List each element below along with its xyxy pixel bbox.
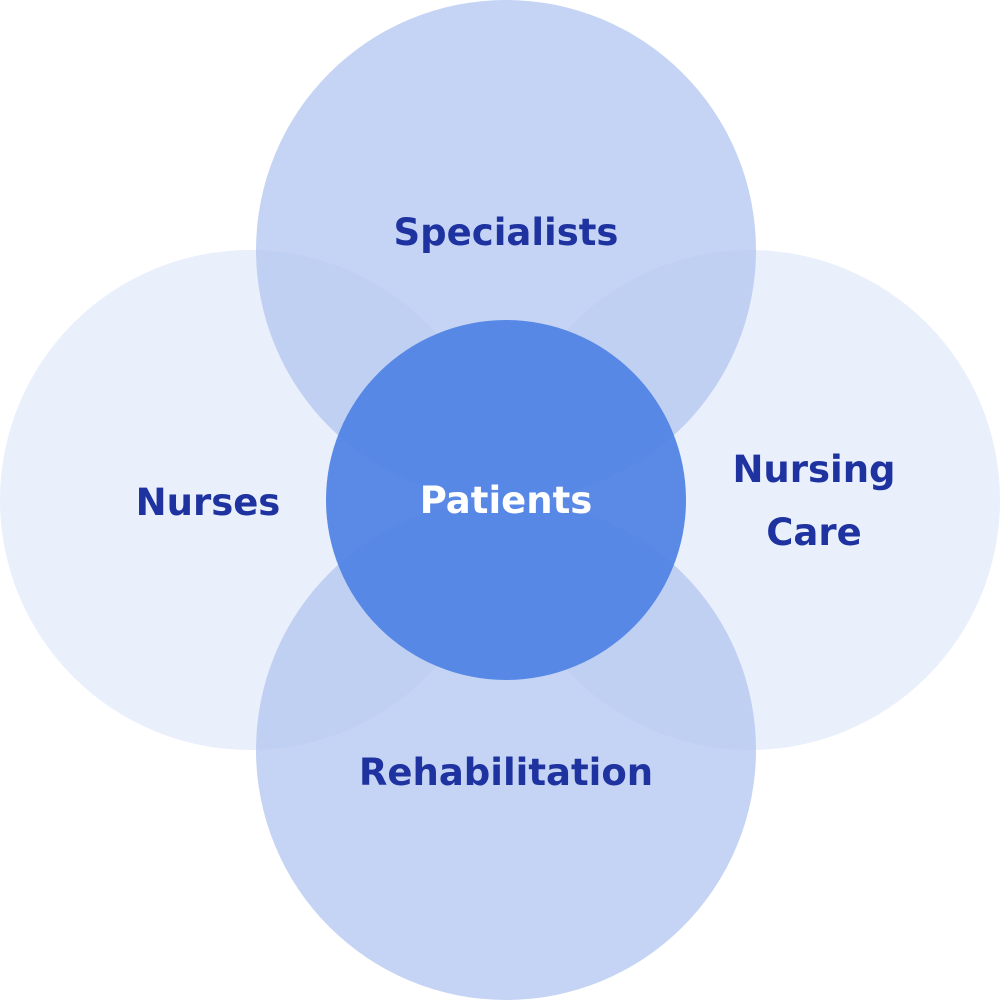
nursing-care-label-line1: Nursing [732,448,895,491]
rehabilitation-label: Rehabilitation [359,751,653,794]
patients-circle [326,320,686,680]
specialists-label: Specialists [394,211,619,254]
nursing-care-label-line2: Care [766,511,861,554]
patients-label: Patients [420,479,593,522]
nurses-label: Nurses [136,481,281,524]
